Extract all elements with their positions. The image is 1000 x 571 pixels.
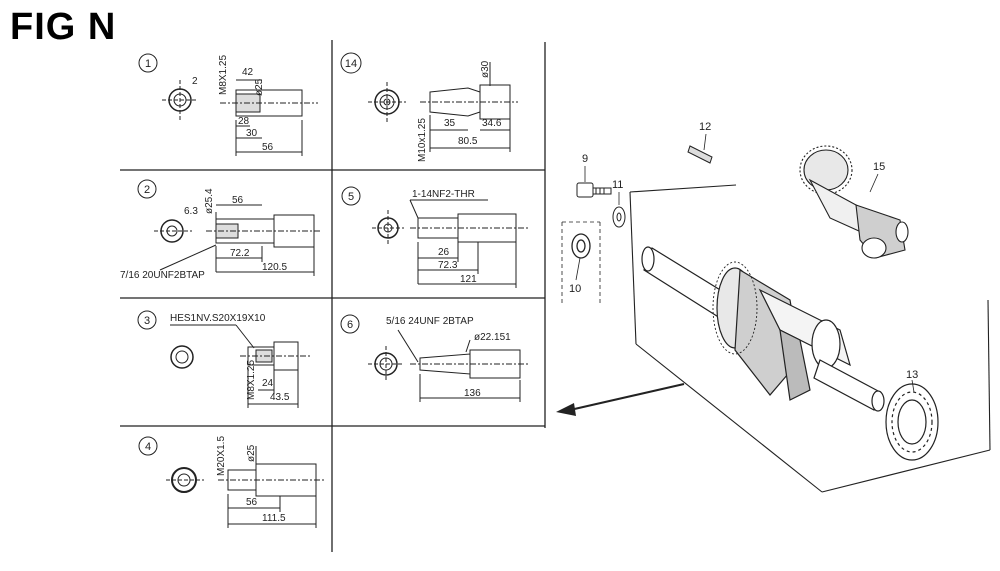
shaft-side-view-3 (170, 324, 312, 408)
dim-4-thread: M20X1.5 (216, 436, 227, 476)
panel-number-5-circle (341, 186, 361, 206)
panel-3: 3 HES1NV.S20X19X10 M8X1.25 24 43.5 (137, 310, 312, 408)
panel-1: 1 M8X1.25 42 ø25 28 30 56 2 (138, 53, 318, 156)
dim-2-6-3: 6.3 (184, 206, 198, 217)
dim-4-111-5: 111.5 (262, 513, 286, 524)
panel-number-1: 1 (145, 58, 151, 70)
dim-14-35: 35 (444, 118, 456, 129)
callout-12: 12 (699, 121, 711, 133)
dim-6-dia: ø22.151 (474, 332, 511, 343)
dim-14-34-6: 34.6 (482, 118, 502, 129)
shaft-side-view-1 (220, 79, 318, 156)
shaft-end-view-3 (170, 345, 194, 369)
dim-1-2: 2 (192, 76, 198, 87)
crankshaft-gear (712, 261, 758, 355)
dim-1-thread: M8X1.25 (218, 55, 229, 95)
dim-14-thread: M10x1.25 (417, 118, 428, 162)
dim-5-thread: 1-14NF2-THR (412, 189, 475, 200)
dim-2-72-2: 72.2 (230, 248, 250, 259)
shaft-side-view-6 (397, 329, 530, 402)
assembly-bracket (629, 184, 991, 493)
panel-number-3-circle (137, 310, 157, 330)
panel-number-1-circle (138, 53, 158, 73)
dim-4-dia: ø25 (246, 444, 257, 462)
shaft-side-view-14 (420, 62, 518, 152)
dim-2-120-5: 120.5 (262, 262, 287, 273)
guide-lines (561, 221, 601, 306)
washer-10 (571, 233, 591, 259)
callout-15: 15 (873, 161, 885, 173)
panel-number-6: 6 (347, 319, 353, 331)
panel-grid (120, 40, 546, 552)
dim-14-80-5: 80.5 (458, 136, 478, 147)
callout-13: 13 (906, 369, 918, 381)
panel-5: 5 1-14NF2-THR 26 72.3 121 (341, 186, 528, 288)
panel-14: 14 ø30 M10x1.25 35 34.6 80.5 (340, 52, 518, 162)
key-12 (687, 145, 713, 164)
dim-2-56: 56 (232, 195, 244, 206)
bolt-9 (576, 182, 612, 198)
dim-3-43-5: 43.5 (270, 392, 290, 403)
shaft-end-view-1 (162, 80, 198, 120)
dim-1-28: 28 (238, 116, 250, 127)
shaft-end-view-5 (372, 210, 404, 246)
shaft-end-view-2 (154, 219, 192, 243)
panel-number-4-circle (138, 436, 158, 456)
panel-6: 6 5/16 24UNF 2BTAP ø22.151 136 (340, 314, 530, 402)
crankshaft (641, 246, 885, 412)
panel-number-2-circle (137, 179, 157, 199)
dim-1-dia: ø25 (254, 78, 265, 96)
washer-11 (612, 206, 626, 228)
dim-5-121: 121 (460, 274, 477, 285)
dim-1-30: 30 (246, 128, 258, 139)
panel-4: 4 M20X1.5 ø25 56 111.5 (138, 436, 324, 528)
shaft-side-view-5 (409, 199, 528, 288)
shaft-side-view-4 (218, 446, 324, 528)
callout-leaders (575, 133, 915, 393)
panel-number-14: 14 (345, 58, 357, 70)
panel-number-4: 4 (145, 441, 151, 453)
bearing-13 (885, 383, 939, 461)
panel-number-6-circle (340, 314, 360, 334)
callout-11: 11 (612, 179, 623, 191)
dim-3-thread: M8X1.25 (246, 360, 257, 400)
pointer-arrow (556, 383, 685, 416)
dim-1-56: 56 (262, 142, 274, 153)
dim-4-56: 56 (246, 497, 258, 508)
callout-10: 10 (569, 283, 581, 295)
shaft-end-view-14 (368, 82, 406, 122)
shaft-side-view-2 (159, 204, 322, 276)
dim-6-tap: 5/16 24UNF 2BTAP (386, 316, 474, 327)
panel-number-3: 3 (144, 315, 150, 327)
dim-2-dia: ø25.4 (204, 188, 215, 214)
dim-3-24: 24 (262, 378, 274, 389)
callout-9: 9 (582, 153, 588, 165)
figure-title: FIG N (10, 6, 117, 48)
panel-number-2: 2 (144, 184, 150, 196)
panel-2: 2 ø25.4 6.3 56 72.2 120.5 7/16 20UNF2BTA… (120, 179, 322, 281)
dim-5-72-3: 72.3 (438, 260, 458, 271)
shaft-end-view-4 (166, 467, 204, 493)
dim-2-tap: 7/16 20UNF2BTAP (120, 270, 205, 281)
shaft-end-view-6 (368, 346, 404, 382)
dim-1-42: 42 (242, 67, 254, 78)
dim-5-26: 26 (438, 247, 450, 258)
crankshaft-assembly-15 (799, 145, 909, 259)
dim-3-seal: HES1NV.S20X19X10 (170, 313, 266, 324)
panel-number-14-circle (340, 52, 362, 74)
dim-6-136: 136 (464, 388, 481, 399)
dim-14-dia: ø30 (480, 60, 491, 78)
panel-number-5: 5 (348, 191, 354, 203)
